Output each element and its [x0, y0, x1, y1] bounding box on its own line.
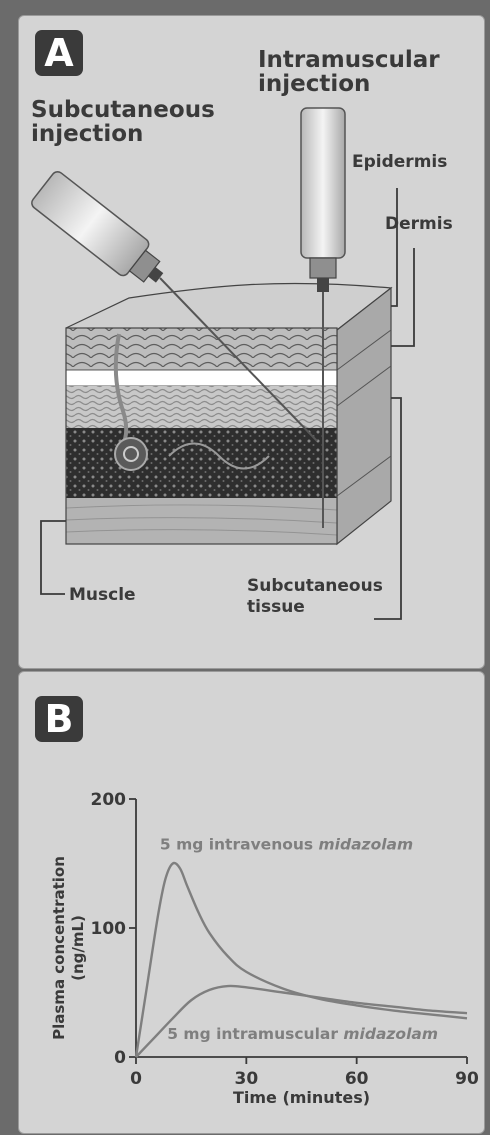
x-tick-label: 30: [234, 1069, 258, 1089]
sweat-gland: [115, 438, 147, 470]
epidermis-layer: [66, 328, 337, 370]
x-tick-label: 90: [455, 1069, 479, 1089]
epidermis-callout-line: [391, 188, 397, 306]
dermis-band: [66, 370, 337, 386]
y-tick-label: 200: [91, 790, 127, 810]
panel-b-concentration-chart: B 01002000306090Time (minutes)Plasma con…: [18, 671, 485, 1134]
y-tick-label: 0: [114, 1048, 126, 1068]
panel-a-skin-diagram: A: [18, 15, 485, 669]
muscle-callout-line: [41, 521, 66, 594]
muscle-label: Muscle: [69, 585, 136, 606]
dermis-layer: [66, 386, 337, 428]
subcutaneous-syringe: [29, 169, 173, 295]
skin-top-surface: [66, 283, 391, 330]
x-tick-label: 0: [130, 1069, 142, 1089]
intravenous-series-label: 5 mg intravenous midazolam: [160, 835, 413, 853]
epidermis-label: Epidermis: [352, 152, 447, 173]
x-tick-label: 60: [345, 1069, 369, 1089]
y-tick-label: 100: [91, 919, 127, 939]
subcutaneous-tissue-label: Subcutaneous tissue: [247, 576, 387, 618]
intramuscular-injection-label: Intramuscular injection: [258, 48, 458, 96]
dermis-label: Dermis: [385, 214, 453, 235]
dermis-callout-line: [391, 248, 414, 346]
chart-text: 0 100 200 0 30 60 90Time (minutes) Plasma conce…: [50, 790, 479, 1107]
subcutaneous-tissue-layer: [66, 428, 337, 498]
skin-block-right-side: [337, 288, 391, 544]
intramuscular-series-label: 5 mg intramuscular midazolam: [167, 1025, 438, 1043]
plasma-concentration-chart: 0 100 200 0 30 60 90Time (minutes) Plasma conce…: [19, 672, 484, 1133]
intramuscular-curve: [136, 986, 467, 1057]
subcutaneous-injection-label: Subcutaneous injection: [31, 98, 231, 146]
y-axis-title: Plasma concentration(ng/mL): [50, 856, 87, 1040]
x-axis-title: Time (minutes): [233, 1088, 370, 1107]
intramuscular-syringe: [301, 108, 345, 292]
